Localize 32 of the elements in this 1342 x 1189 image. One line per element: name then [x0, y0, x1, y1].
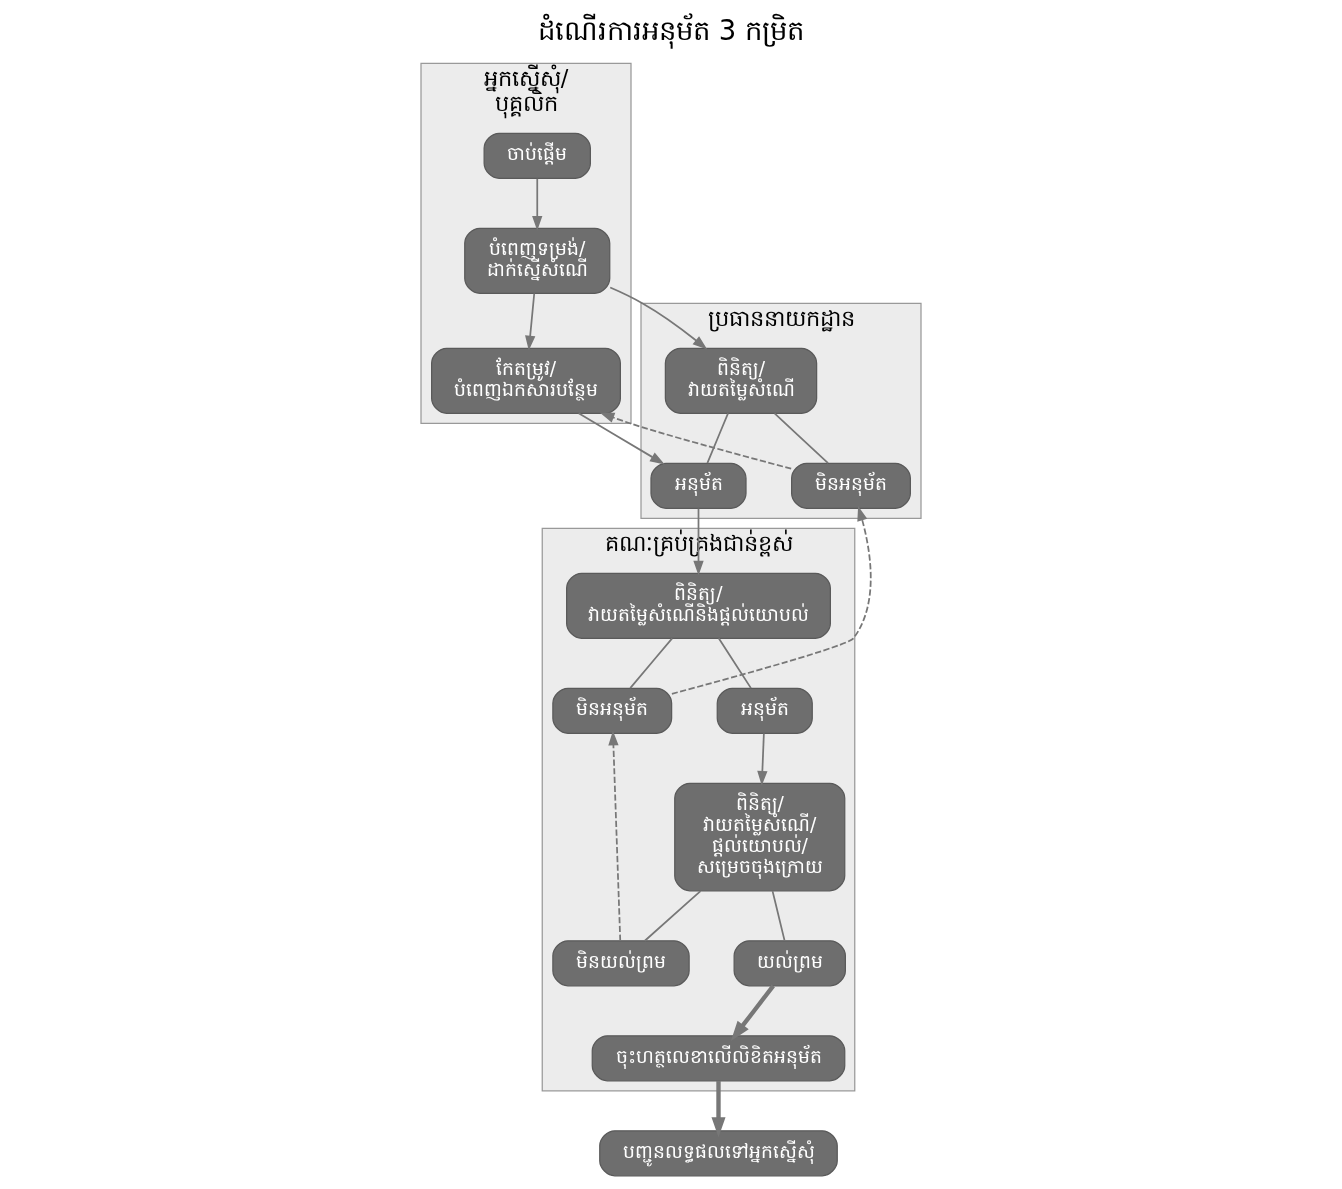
node-box: ពិនិត្យ/វាយតម្លៃសំណើនិងផ្តល់យោបល់ — [566, 572, 831, 639]
connector — [773, 412, 829, 464]
arrow — [599, 412, 793, 470]
arrow — [757, 732, 768, 786]
connector — [629, 637, 674, 689]
arrow — [577, 412, 665, 465]
arrow — [525, 292, 536, 351]
node-box: យល់ព្រម — [733, 940, 846, 987]
node-box: កែតម្រូវ/បំពេញឯកសារបន្ថែម — [431, 347, 621, 414]
node-box: បំពេញទម្រង់/ដាក់ស្នើសំណើ — [464, 227, 611, 294]
node-box: មិនអនុម័ត — [552, 687, 673, 734]
node-box: ចាប់ផ្តើម — [483, 132, 591, 179]
arrow — [609, 286, 708, 350]
node-box: ពិនិត្យ/វាយតម្លៃសំណើ/ផ្តល់យោបល់/សម្រេចចុងក្រោយ — [674, 782, 846, 892]
arrow — [671, 506, 872, 695]
arrow — [608, 730, 622, 942]
node-box: ចុះហត្ថលេខាលើលិខិតអនុម័ត — [591, 1035, 846, 1082]
node-box: មិនអនុម័ត — [791, 462, 911, 509]
arrow — [532, 177, 543, 231]
connector — [771, 890, 786, 942]
arrow — [711, 1080, 726, 1138]
connector — [717, 637, 752, 689]
node-box: ពិនិត្យ/វាយតម្លៃសំណើ — [664, 347, 818, 414]
node-box: អនុម័ត — [650, 462, 747, 509]
arrow — [693, 507, 704, 576]
diagram-title: ដំណើរការអនុម័ត 3 កម្រិត — [538, 14, 804, 47]
node-box: អនុម័ត — [716, 687, 813, 734]
connector — [706, 412, 729, 464]
node-box: មិនយល់ព្រម — [552, 940, 690, 987]
node-box: បញ្ជូនលទ្ធផលទៅអ្នកស្នើសុំ — [599, 1130, 838, 1177]
connector — [643, 890, 702, 942]
arrow — [730, 984, 775, 1041]
